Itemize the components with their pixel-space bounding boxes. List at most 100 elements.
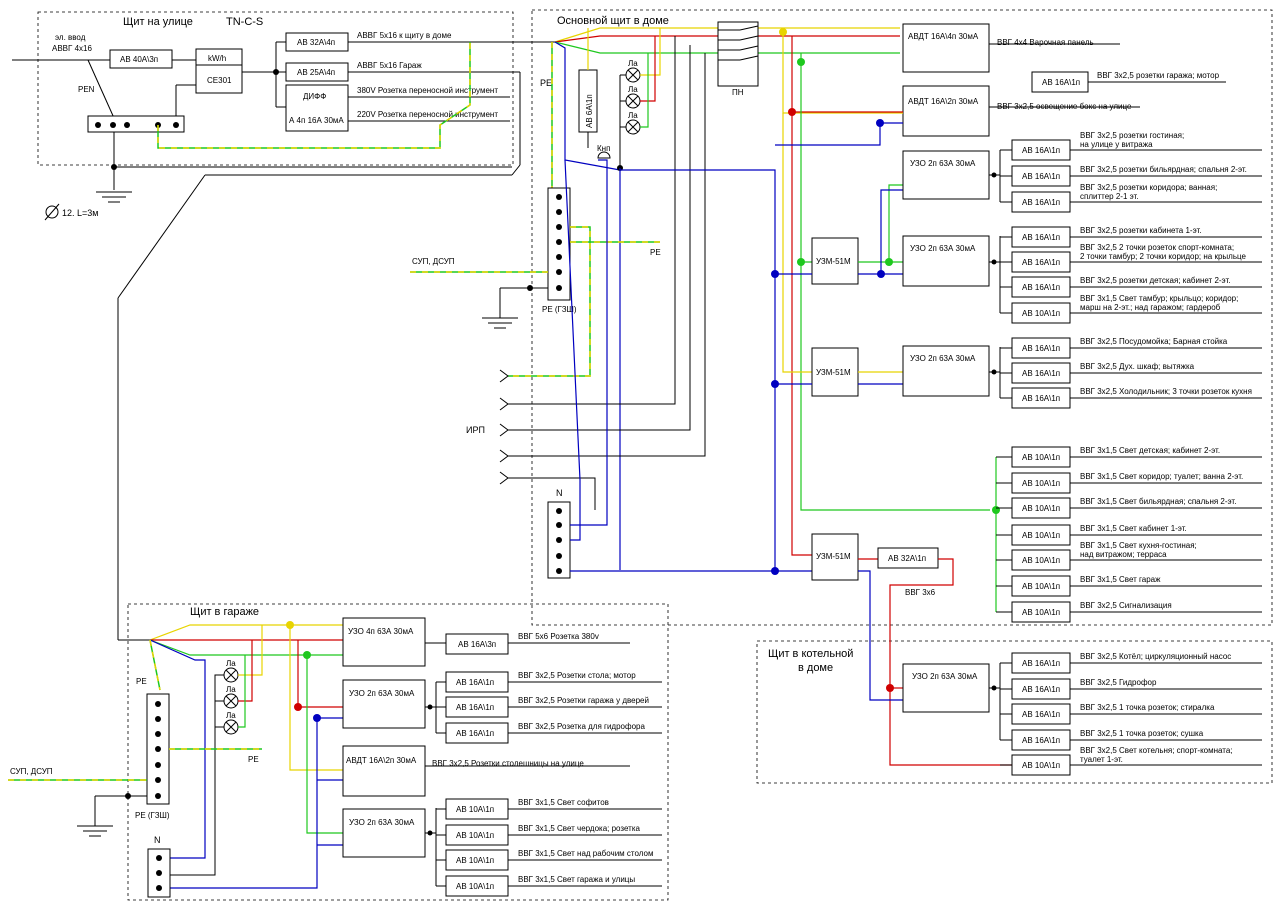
diff-label: А 4п 16А 30мА (289, 116, 344, 125)
ground-rod-icon (45, 205, 59, 219)
pen-label: PEN (78, 85, 95, 94)
garage-sup-label: СУП, ДСУП (10, 767, 53, 776)
garage-rcd5-row-line-label: ВВГ 3x2,5 Розетки гаража у дверей (518, 696, 649, 705)
light-row-breaker-label: АВ 10А\1п (1022, 556, 1060, 565)
boiler-row-breaker-label: АВ 16А\1п (1022, 736, 1060, 745)
avdt-4p (902, 23, 990, 73)
rcd-3 (902, 345, 990, 397)
zone-boiler-title-1: Щит в котельной (768, 648, 853, 660)
light-row-line-label: ВВГ 3x1,5 Свет кабинет 1-эт. (1080, 524, 1187, 533)
boiler-row-breaker-label: АВ 10А\1п (1022, 761, 1060, 770)
energy-meter (195, 48, 243, 94)
garage-av-3p-label: АВ 16А\3п (458, 640, 496, 649)
breaker-25a-label: АВ 25А\4п (297, 68, 335, 77)
rcd2-row-line-label: ВВГ 3x2,5 2 точки розеток спорт-комната; (1080, 243, 1234, 252)
breaker-32a-line: АВВГ 5x16 к щиту в доме (357, 31, 452, 40)
garage-rcd5-row-breaker-label: АВ 16А\1п (456, 703, 494, 712)
house-sup-label: СУП, ДСУП (412, 257, 455, 266)
garage-rcd-2p-a-label: УЗО 2п 63А 30мА (349, 689, 415, 698)
meter-unit: kW/h (208, 54, 226, 63)
garage-rcd6-row-breaker-label: АВ 10А\1п (456, 882, 494, 891)
lamp-label: Ла (226, 685, 236, 694)
boiler-row-line-label: ВВГ 3x2,5 1 точка розеток; стиралка (1080, 703, 1215, 712)
diff-breaker (285, 84, 349, 132)
breaker-25a-line: АВВГ 5x16 Гараж (357, 61, 422, 70)
rcd2-row-breaker-label: АВ 16А\1п (1022, 283, 1060, 292)
rcd-2-label: УЗО 2п 63А 30мА (910, 244, 976, 253)
av6-label: АВ 6А\1п (585, 94, 594, 128)
light-row-line-label: ВВГ 3x2,5 Сигнализация (1080, 601, 1172, 610)
garage-pe-label: PE (136, 677, 147, 686)
uzm-3-label: УЗМ-51М (816, 552, 851, 561)
diff-title: ДИФФ (303, 92, 326, 101)
garage-rcd-4p-line: ВВГ 5x6 Розетка 380v (518, 632, 599, 641)
rcd1-row-breaker-label: АВ 16А\1п (1022, 172, 1060, 181)
house-gzsh-label: PE (ГЗШ) (542, 305, 577, 314)
garage-rcd-4p (342, 617, 426, 667)
rcd1-row-line-label: ВВГ 3x2,5 розетки гостиная; (1080, 131, 1184, 140)
rcd3-row-breaker-label: АВ 16А\1п (1022, 369, 1060, 378)
light-row-breaker-label: АВ 10А\1п (1022, 453, 1060, 462)
garage-rcd6-row-line-label: ВВГ 3x1,5 Свет чердока; розетка (518, 824, 641, 833)
avdt-2p (902, 85, 990, 137)
indicator-button-icon (597, 151, 611, 159)
garage-pe-right: PE (248, 755, 259, 764)
zone-street-title: Щит на улице (123, 16, 193, 28)
boiler-row-line-label-2: туалет 1-эт. (1080, 755, 1123, 764)
rcd3-row-line-label: ВВГ 3x2,5 Посудомойка; Барная стойка (1080, 337, 1228, 346)
garage-rcd6-row-line-label: ВВГ 3x1,5 Свет над рабочим столом (518, 849, 653, 858)
light-row-breaker-label: АВ 10А\1п (1022, 531, 1060, 540)
light-row-line-label: ВВГ 3x1,5 Свет гараж (1080, 575, 1161, 584)
uzm-1-label: УЗМ-51М (816, 257, 851, 266)
rcd2-row-line-label-2: марш на 2-эт.; над гаражом; гардероб (1080, 303, 1221, 312)
garage-avdt-line: ВВГ 3x2,5 Розетки столешницы на улице (432, 759, 584, 768)
house-n-label: N (556, 488, 563, 498)
rcd-1 (902, 150, 990, 200)
lamp-label: Ла (226, 659, 236, 668)
zone-house (531, 9, 1273, 626)
boiler-panel: УЗО 2п 63А 30мА (902, 663, 1001, 740)
uzm-relay-3 (811, 533, 859, 581)
avdt-2p-label: АВДТ 16А\2п 30мА (908, 97, 979, 106)
street-panel: эл. ввод АВВГ 4x16 PEN АВ 40А\3п kW/h CE… (12, 31, 532, 221)
av32-label: АВ 32А\1п (888, 554, 926, 563)
rcd2-row-breaker-label: АВ 16А\1п (1022, 258, 1060, 267)
rcd1-row-breaker-label: АВ 16А\1п (1022, 146, 1060, 155)
rcd3-row-breaker-label: АВ 16А\1п (1022, 394, 1060, 403)
zone-house-title: Основной щит в доме (557, 15, 669, 27)
garage-gzsh-label: PE (ГЗШ) (135, 811, 170, 820)
irp-label: ИРП (466, 425, 485, 435)
garage-motor-line: ВВГ 3x2,5 розетки гаража; мотор (1097, 71, 1220, 80)
garage-avdt (342, 745, 426, 797)
zone-boiler (756, 640, 1273, 784)
vvg36-label: ВВГ 3x6 (905, 588, 936, 597)
light-row-breaker-label: АВ 10А\1п (1022, 582, 1060, 591)
lamp-label: Ла (628, 111, 638, 120)
avdt-4p-line: ВВГ 4x4 Варочная панель (997, 38, 1094, 47)
boiler-row-breaker-label: АВ 16А\1п (1022, 685, 1060, 694)
garage-avdt-label: АВДТ 16А\2п 30мА (346, 756, 417, 765)
light-row-line-label: ВВГ 3x1,5 Свет бильярдная; спальня 2-эт. (1080, 497, 1236, 506)
lamp-label: Ла (226, 711, 236, 720)
garage-panel: PE Ла Ла Ла PE (ГЗШ) PE СУП, ДСУП (8, 164, 630, 898)
pn-switch (717, 21, 759, 87)
boiler-row-line-label: ВВГ 3x2,5 Свет котельня; спорт-комната; (1080, 746, 1233, 755)
garage-motor-label: АВ 16А\1п (1042, 78, 1080, 87)
rcd-1-label: УЗО 2п 63А 30мА (910, 159, 976, 168)
house-panel: PE ПН АВ 6А\1п Кнп Ла Ла Ла (410, 21, 1226, 766)
garage-n-label: N (154, 835, 161, 845)
main-breaker (109, 49, 173, 69)
light-row-breaker-label: АВ 10А\1п (1022, 504, 1060, 513)
house-pe-right: PE (650, 248, 661, 257)
garage-rcd6-row-breaker-label: АВ 10А\1п (456, 856, 494, 865)
input-label-1: эл. ввод (55, 33, 86, 42)
avdt-2p-line: ВВГ 3x2,5 освещение бокс на улице (997, 102, 1132, 111)
rcd3-row-line-label: ВВГ 3x2,5 Дух. шкаф; вытяжка (1080, 362, 1195, 371)
rcd1-row-line-label: ВВГ 3x2,5 розетки коридора; ванная; (1080, 183, 1217, 192)
uzm-relay-2 (811, 347, 859, 397)
breaker-32a-label: АВ 32А\4п (297, 38, 335, 47)
input-label-2: АВВГ 4x16 (52, 44, 92, 53)
rcd2-row-line-label: ВВГ 3x2,5 розетки кабинета 1-эт. (1080, 226, 1202, 235)
garage-rcd5-row-line-label: ВВГ 3x2,5 Розетки стола; мотор (518, 671, 636, 680)
